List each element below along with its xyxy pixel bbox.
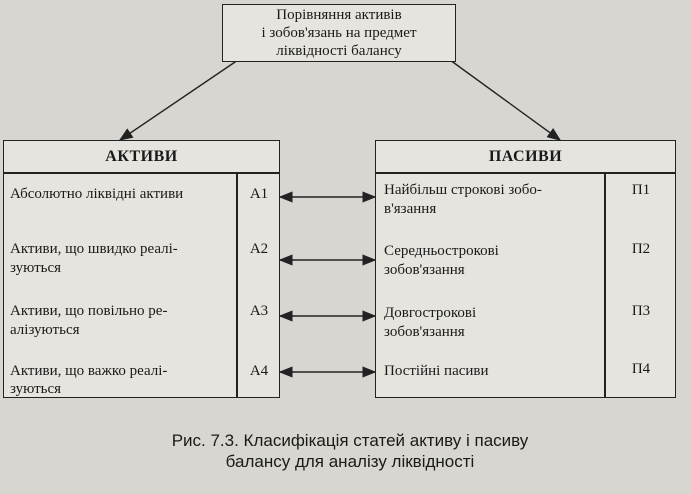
figure-caption: Рис. 7.3. Класифікація статей активу і п… [110, 430, 590, 472]
asset-row-2-label: Активи, що швидко реалі- [10, 241, 178, 257]
asset-row-3-label-cont: алізуються [10, 322, 80, 338]
liability-row-1-code: П1 [631, 182, 651, 198]
asset-row-1-code: А1 [249, 186, 269, 202]
arrow-to-assets [118, 59, 239, 141]
liability-row-1-label-cont: в'язання [384, 201, 437, 217]
asset-row-3-code: А3 [249, 303, 269, 319]
asset-row-4-code: А4 [249, 363, 269, 379]
assets-table [3, 140, 280, 398]
asset-row-4-label-cont: зуються [10, 381, 62, 397]
assets-header: АКТИВИ [105, 148, 178, 165]
comparison-box-line3: ліквідності балансу [276, 43, 402, 59]
asset-row-3-label: Активи, що повільно ре- [10, 303, 168, 319]
liabilities-header: ПАСИВИ [488, 148, 563, 165]
arrow-to-liabilities [449, 59, 562, 141]
asset-row-2-label-cont: зуються [10, 260, 62, 276]
liability-row-4-label: Постійні пасиви [384, 363, 489, 379]
liability-row-3-label-cont: зобов'язання [384, 324, 465, 340]
comparison-box [222, 4, 456, 62]
liability-row-4-code: П4 [631, 361, 651, 377]
comparison-box-line2: і зобов'язань на предмет [261, 25, 417, 41]
figure-caption-line1: Рис. 7.3. Класифікація статей активу і п… [171, 431, 529, 450]
liabilities-header-divider [375, 172, 676, 174]
liabilities-table [375, 140, 676, 398]
asset-row-4-label: Активи, що важко реалі- [10, 363, 168, 379]
liability-row-2-label-cont: зобов'язання [384, 262, 465, 278]
assets-code-separator [236, 172, 238, 398]
liability-row-2-label: Середньострокові [384, 243, 499, 259]
liability-row-1-label: Найбільш строкові зобо- [384, 182, 542, 198]
assets-header-divider [3, 172, 280, 174]
asset-row-2-code: А2 [249, 241, 269, 257]
comparison-box-line1: Порівняння активів [276, 7, 402, 23]
liability-row-2-code: П2 [631, 241, 651, 257]
liability-row-3-label: Довгострокові [384, 305, 477, 321]
figure-caption-line2: балансу для аналізу ліквідності [225, 452, 475, 471]
liabilities-code-separator [604, 172, 606, 398]
asset-row-1-label: Абсолютно ліквідні активи [10, 186, 184, 202]
liability-row-3-code: П3 [631, 303, 651, 319]
